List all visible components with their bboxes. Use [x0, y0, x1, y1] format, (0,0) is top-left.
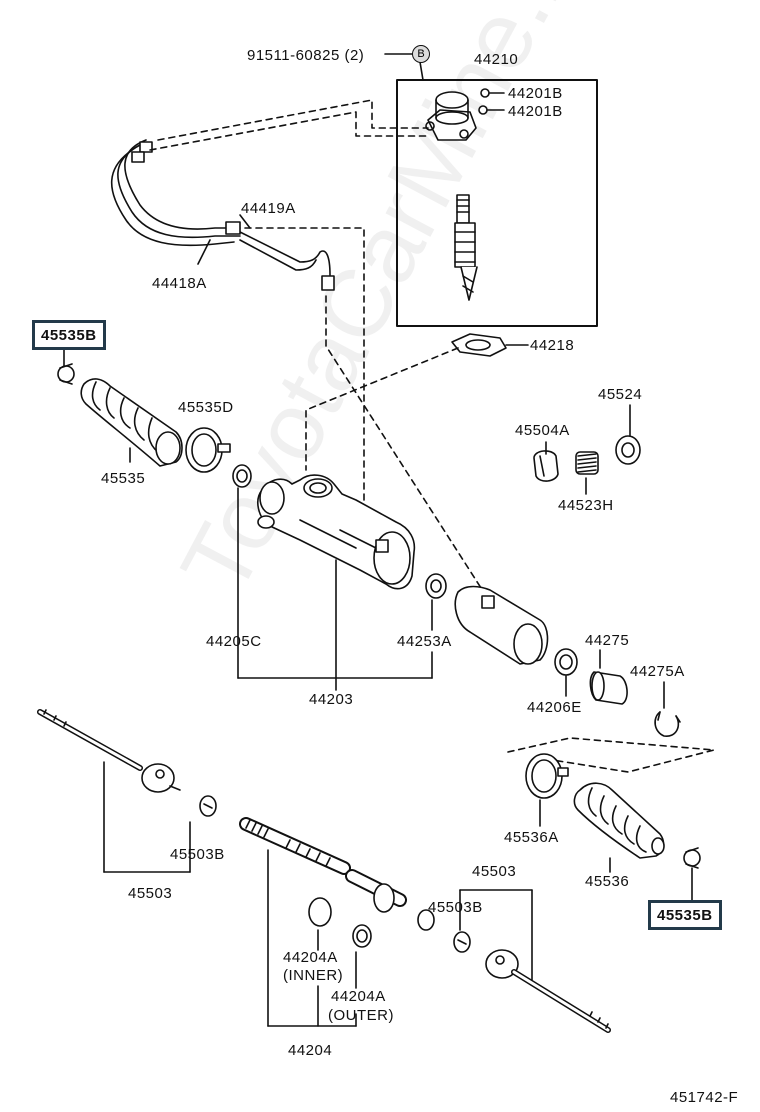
- label-44203: 44203: [309, 691, 354, 708]
- cap-45524: [615, 435, 641, 465]
- label-44418a: 44418A: [152, 275, 207, 292]
- left-lock-nut-45503b: [199, 795, 217, 817]
- pinion-housing-cap: [425, 91, 477, 141]
- label-outer: (OUTER): [328, 1007, 394, 1024]
- pressure-pipes: [110, 139, 335, 291]
- label-44275a: 44275A: [630, 663, 685, 680]
- dashed-guides-top: [149, 99, 491, 603]
- gasket-44218: [451, 333, 507, 357]
- left-boot-45535: [80, 378, 183, 467]
- seal-44253a: [425, 573, 447, 599]
- right-tie-rod-45503: [485, 949, 611, 1033]
- label-inner: (INNER): [283, 967, 344, 984]
- seal-44206e: [554, 648, 578, 676]
- ring-44204a-outer: [352, 924, 372, 948]
- label-44253a: 44253A: [397, 633, 452, 650]
- leader-44204: [267, 849, 357, 1027]
- label-45503b-right: 45503B: [428, 899, 483, 916]
- ring-44204a-inner: [308, 897, 332, 927]
- label-45535b-bottom: 45535B: [648, 900, 722, 930]
- callout-b: B: [412, 45, 430, 63]
- right-boot-45536: [573, 782, 665, 859]
- label-44218: 44218: [530, 337, 575, 354]
- label-44204a-inner: 44204A: [283, 949, 338, 966]
- band-45536a: [525, 753, 569, 799]
- left-clamp-45535b: [57, 363, 75, 385]
- left-tie-rod-45503: [37, 709, 181, 793]
- label-44204a-outer: 44204A: [331, 988, 386, 1005]
- nut-44201b-2: [478, 105, 488, 115]
- label-45524: 45524: [598, 386, 643, 403]
- label-44206e: 44206E: [527, 699, 582, 716]
- leader-44203: [237, 487, 433, 691]
- rack-guide-45504a: [533, 450, 559, 482]
- label-44201b-1: 44201B: [508, 85, 563, 102]
- label-44204: 44204: [288, 1042, 333, 1059]
- rack-44204: [239, 817, 435, 931]
- label-45536a: 45536A: [504, 829, 559, 846]
- snap-ring-44275a: [654, 711, 681, 737]
- label-44205c: 44205C: [206, 633, 262, 650]
- right-lock-nut-45503b: [453, 931, 471, 953]
- label-44210: 44210: [474, 51, 519, 68]
- pinion-assembly-box: [396, 79, 598, 327]
- leader-45503-left: [103, 761, 191, 873]
- cylinder-tube: [454, 585, 549, 665]
- label-44275: 44275: [585, 632, 630, 649]
- right-clamp-45535b: [683, 847, 701, 869]
- label-44419a: 44419A: [241, 200, 296, 217]
- label-45503-right: 45503: [472, 863, 517, 880]
- label-45535: 45535: [101, 470, 146, 487]
- nut-44201b-1: [480, 88, 490, 98]
- band-45535d: [185, 427, 231, 473]
- leader-45503-right: [459, 889, 533, 981]
- label-45504a: 45504A: [515, 422, 570, 439]
- label-44201b-2: 44201B: [508, 103, 563, 120]
- label-44523h: 44523H: [558, 497, 614, 514]
- label-45535d: 45535D: [178, 399, 234, 416]
- label-45503-left: 45503: [128, 885, 173, 902]
- label-45536: 45536: [585, 873, 630, 890]
- spring-44523h: [575, 451, 599, 475]
- bushing-44275: [589, 671, 628, 705]
- pinion-shaft: [454, 194, 478, 301]
- label-45535b-top: 45535B: [32, 320, 106, 350]
- label-45503b-left: 45503B: [170, 846, 225, 863]
- rack-housing-44203: [257, 474, 416, 590]
- figure-id: 451742-F: [670, 1089, 739, 1106]
- washer-44205c: [232, 464, 252, 488]
- label-91511-60825: 91511-60825 (2): [247, 47, 365, 64]
